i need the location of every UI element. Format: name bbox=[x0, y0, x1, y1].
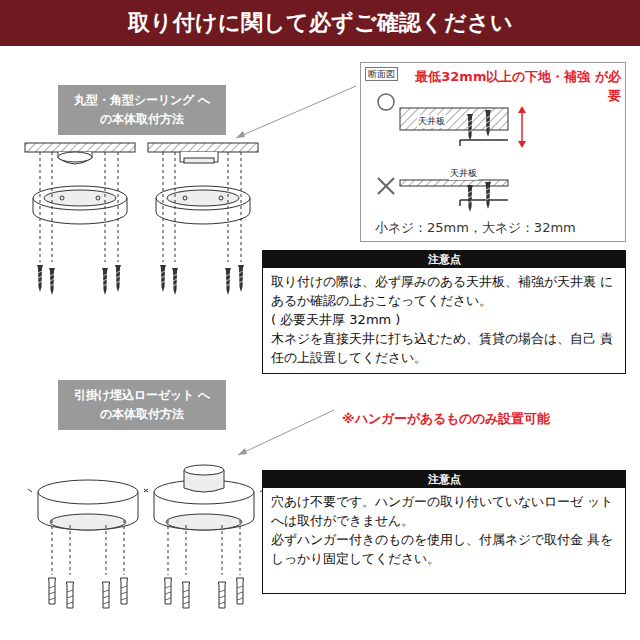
leader-line bbox=[236, 86, 356, 138]
label-text: 天井板 bbox=[449, 167, 478, 180]
label-text: 必ずハンガー付きのものを使用し、付属ネジで取付金 具をしっかり固定してください。 bbox=[263, 530, 625, 568]
square-ceiling-drawing bbox=[148, 143, 258, 262]
label-text: 天井板 bbox=[417, 115, 446, 128]
label-text: 小ネジ：25mm，大ネジ：32mm bbox=[375, 219, 576, 237]
method-label: 丸型・角型シーリング への本体取付方法 bbox=[58, 85, 226, 135]
leader-line bbox=[238, 410, 334, 455]
label-text: 引掛け埋込ローゼット への本体取付方法 bbox=[58, 380, 226, 430]
caution-heading: 注意点 bbox=[263, 471, 625, 488]
method-label: 引掛け埋込ローゼット への本体取付方法 bbox=[58, 380, 226, 430]
caution-box: 注意点穴あけ不要です。ハンガーの取り付いていないローゼ ットへは取付ができません… bbox=[262, 470, 626, 594]
label-text: 穴あけ不要です。ハンガーの取り付いていないローゼ ットへは取付ができません。 bbox=[263, 492, 625, 530]
label-text: 断面図 bbox=[368, 68, 395, 80]
caution-heading: 注意点 bbox=[263, 251, 625, 268]
round-ceiling-drawing bbox=[25, 143, 135, 262]
label-text: 取り付けの際は、必ず厚みのある天井板、補強が天井裏 にあるか確認の上おこなってく… bbox=[263, 272, 625, 310]
cross-section-panel: 最低32mm以上の下地・補強 が必要天井板天井板小ネジ：25mm，大ネジ：32m… bbox=[360, 62, 626, 242]
label-text: 木ネジを直接天井に打ち込むため、賃貸の場合は、自己 責任の上設置してください。 bbox=[263, 329, 625, 367]
label-text: 丸型・角型シーリング への本体取付方法 bbox=[58, 85, 226, 135]
rosette-drawing bbox=[28, 465, 264, 575]
title-banner bbox=[0, 0, 640, 46]
cross-section-drawing bbox=[378, 94, 526, 212]
title-text: 取り付けに関して必ずご確認ください bbox=[0, 0, 640, 46]
note-label: ※ハンガーがあるもののみ設置可能 bbox=[342, 410, 550, 428]
section-tag: 断面図 bbox=[365, 67, 398, 81]
caution-box: 注意点取り付けの際は、必ず厚みのある天井板、補強が天井裏 にあるか確認の上おこな… bbox=[262, 250, 626, 374]
label-text: ( 必要天井厚 32mm ) bbox=[263, 310, 625, 329]
label-text: 最低32mm以上の下地・補強 が必要 bbox=[409, 67, 621, 105]
